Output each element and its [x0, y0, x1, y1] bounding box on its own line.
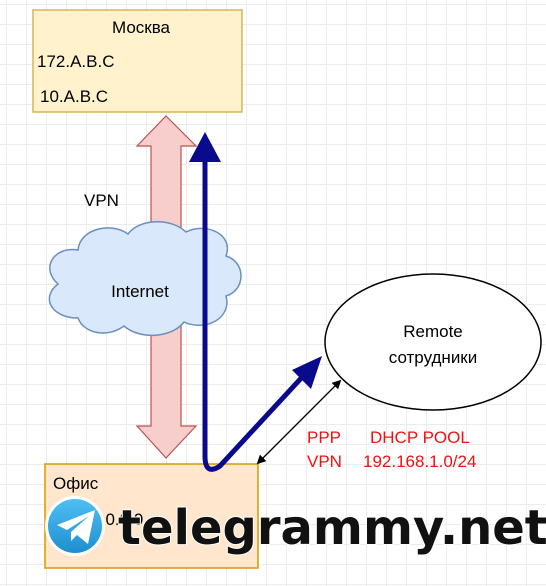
navy-arrowhead-up: [189, 132, 221, 162]
navy-arrowhead-remote: [292, 356, 322, 389]
ppp-label: PPP: [307, 428, 341, 447]
remote-line2: сотрудники: [389, 348, 478, 367]
moscow-title: Москва: [112, 18, 171, 37]
office-ip-partial: 10.0.0: [96, 510, 143, 529]
navy-vpn-path: [189, 132, 322, 472]
ppp-link-arrow: [256, 379, 342, 465]
moscow-ip-line2: 10.A.B.C: [40, 87, 108, 106]
office-title: Офис: [53, 474, 99, 493]
internet-label: Internet: [111, 282, 169, 301]
dhcp-range-label: 192.168.1.0/24: [363, 452, 476, 471]
watermark: telegrammy.net: [45, 496, 546, 557]
remote-node[interactable]: Remote сотрудники: [324, 273, 542, 411]
moscow-ip-line1: 172.A.B.C: [37, 52, 115, 71]
remote-line1: Remote: [403, 322, 463, 341]
telegram-logo-icon: [45, 496, 105, 556]
moscow-node[interactable]: Москва 172.A.B.C 10.A.B.C: [32, 9, 243, 113]
watermark-text: telegrammy.net: [118, 500, 546, 556]
vpn-red-label: VPN: [307, 452, 342, 471]
dhcp-pool-label: DHCP POOL: [370, 428, 470, 447]
internet-cloud[interactable]: Internet: [48, 221, 242, 337]
vpn-label: VPN: [84, 191, 119, 210]
